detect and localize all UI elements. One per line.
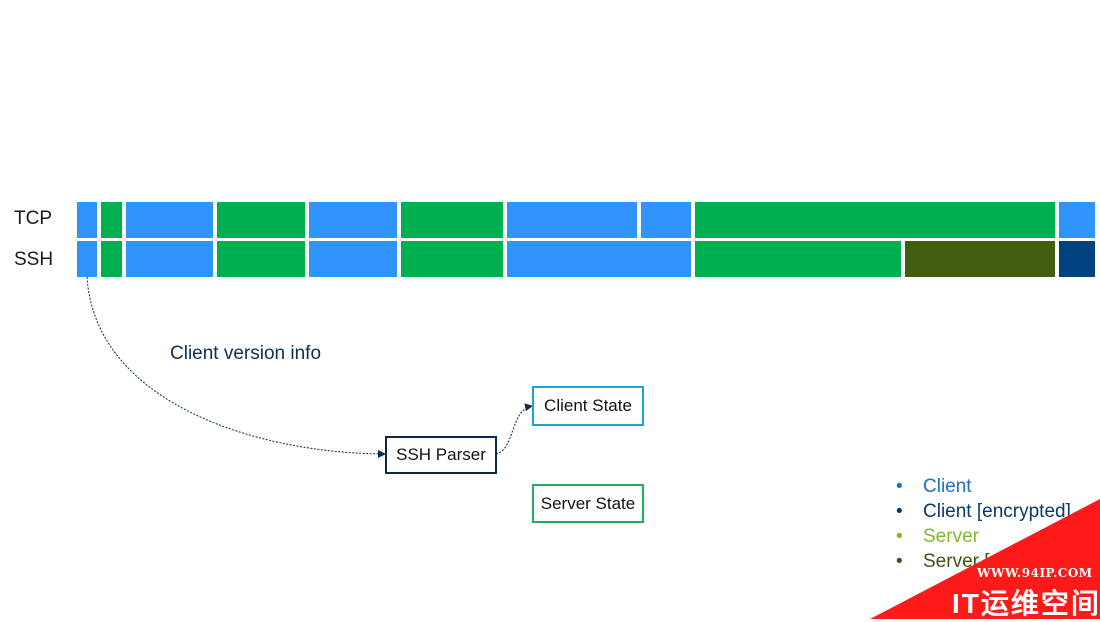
legend-item-server: •Server [896,526,979,547]
watermark-name: IT运维空间 [952,588,1100,619]
watermark-banner [870,499,1100,619]
ssh-segment [101,241,122,277]
tcp-segment [126,202,213,238]
ssh-segment [695,241,901,277]
ssh-segment [126,241,213,277]
segment-to-parser-arrow [86,276,386,458]
tcp-segment [309,202,397,238]
ssh-row-label: SSH [14,249,54,270]
ssh-segment [217,241,305,277]
tcp-segment [77,202,97,238]
ssh-segment [1059,241,1095,277]
tcp-segment [101,202,122,238]
tcp-segment [217,202,305,238]
tcp-segment [641,202,691,238]
legend-item-client-encrypted: •Client [encrypted] [896,501,1071,522]
client-version-annotation: Client version info [170,343,322,364]
tcp-segment [401,202,503,238]
tcp-row-label: TCP [14,208,52,229]
legend-item-client: •Client [896,476,972,497]
ssh-segment [77,241,97,277]
tcp-segment [695,202,1055,238]
tcp-segment [507,202,637,238]
ssh-parser-box: SSH Parser [385,436,497,474]
ssh-segment [905,241,1055,277]
ssh-segment [309,241,397,277]
server-state-box: Server State [532,484,644,523]
watermark-url: WWW.94IP.COM [977,566,1093,580]
client-state-box: Client State [532,386,644,426]
tcp-segment [1059,202,1095,238]
legend: •Client •Client [encrypted] •Server •Ser… [896,474,1071,574]
parser-to-client-state-arrow [495,403,533,455]
ssh-segment [401,241,503,277]
ssh-segment [507,241,691,277]
